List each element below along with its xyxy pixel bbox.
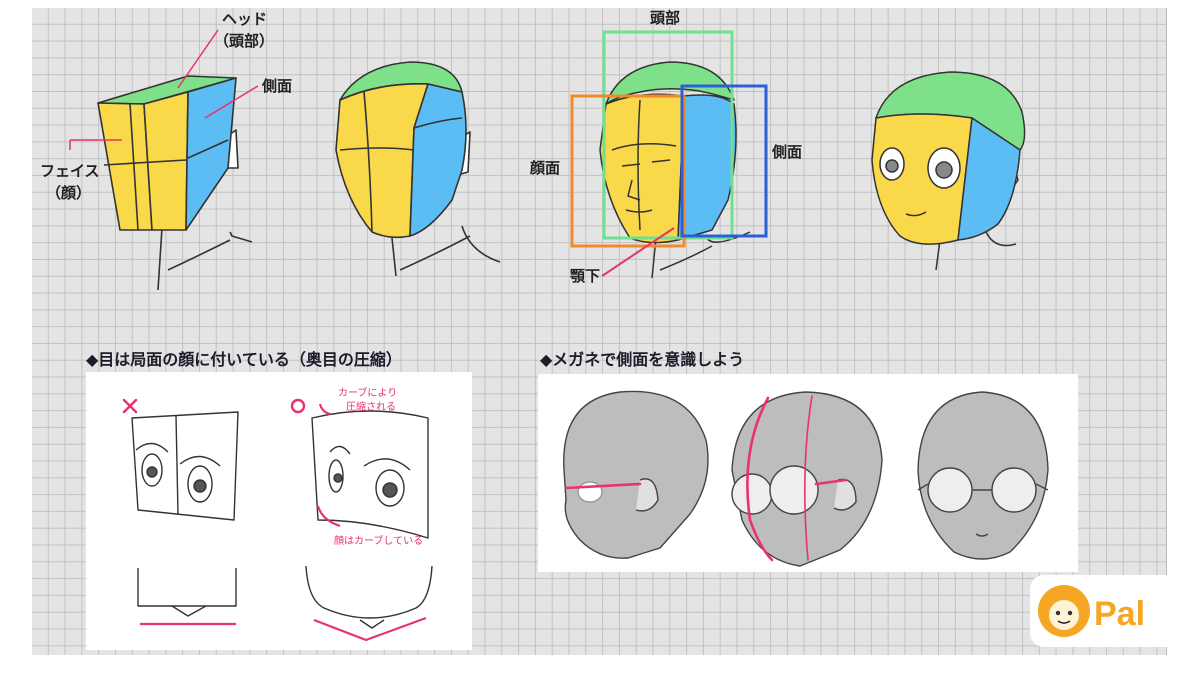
label-side-left: 側面 xyxy=(262,77,293,95)
label-face: フェイス xyxy=(40,162,100,180)
pal-mascot-icon xyxy=(1038,585,1090,637)
eyes-section-title: ◆目は局面の顔に付いている（奥目の圧縮） xyxy=(86,350,402,369)
label-head: ヘッド xyxy=(222,10,268,28)
pal-logo: Pal xyxy=(1030,575,1200,647)
note-curve-2: 圧縮される xyxy=(346,400,396,413)
label-side-region: 側面 xyxy=(772,143,803,161)
glasses-section-title: ◆メガネで側面を意識しよう xyxy=(540,350,745,369)
label-top-region: 頭部 xyxy=(650,9,681,27)
note-bottom: 顔はカーブしている xyxy=(334,534,423,547)
logo-text: Pal xyxy=(1094,595,1145,633)
label-face-paren: （顔） xyxy=(46,184,92,202)
label-chin-region: 顎下 xyxy=(570,267,601,285)
label-face-region: 顔面 xyxy=(530,159,561,177)
label-head-paren: （頭部） xyxy=(214,32,275,50)
note-curve-1: カーブにより xyxy=(338,386,397,399)
